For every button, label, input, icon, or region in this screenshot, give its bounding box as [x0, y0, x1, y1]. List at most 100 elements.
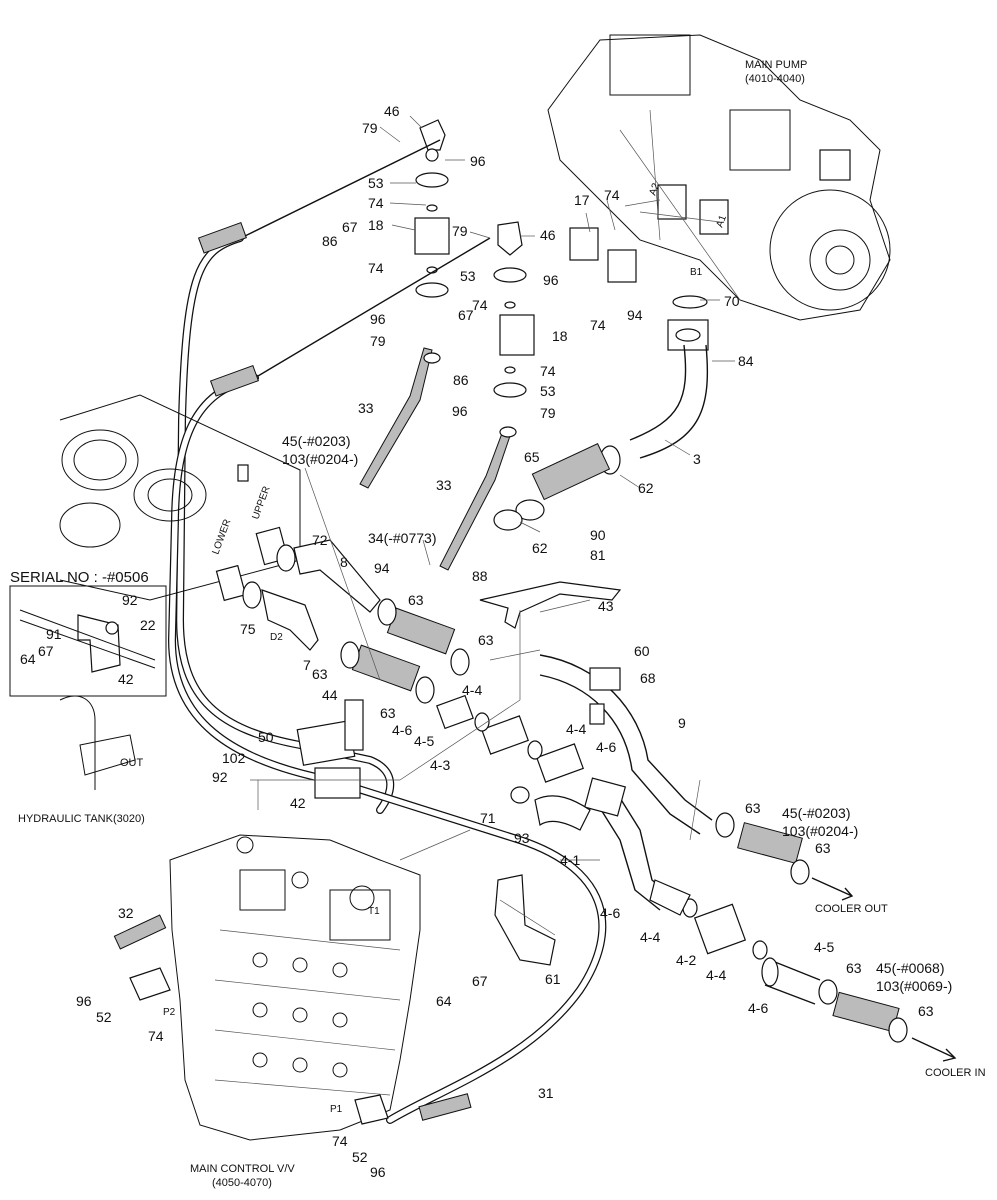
callout-92b: 92 — [212, 769, 228, 785]
callout-46a: 46 — [384, 103, 400, 119]
callout-63g: 63 — [846, 960, 862, 976]
callout-8: 8 — [340, 554, 348, 570]
main-pump-label: MAIN PUMP — [745, 59, 807, 71]
callout-68: 68 — [640, 670, 656, 686]
callout-45c: 45(-#0068) — [876, 960, 945, 976]
callout-86a: 86 — [322, 233, 338, 249]
callout-75: 75 — [240, 621, 256, 637]
callout-65: 65 — [524, 449, 540, 465]
callout-43: 43 — [598, 598, 614, 614]
callout-18b: 18 — [552, 328, 568, 344]
port-d2-mark: D2 — [270, 632, 283, 643]
port-p1-mark: P1 — [330, 1104, 343, 1115]
callout-45a: 45(-#0203) — [282, 433, 351, 449]
callout-4-4c: 4-4 — [640, 929, 660, 945]
callout-74h: 74 — [332, 1133, 348, 1149]
callout-61: 61 — [545, 971, 561, 987]
callout-63a: 63 — [408, 592, 424, 608]
callout-63d: 63 — [380, 705, 396, 721]
callout-103a: 103(#0204-) — [282, 451, 358, 467]
callout-62a: 62 — [638, 480, 654, 496]
callout-42b: 42 — [290, 795, 306, 811]
callout-81: 81 — [590, 547, 606, 563]
cooler-out-label: COOLER OUT — [815, 903, 888, 915]
cooler-in-label: COOLER IN — [925, 1067, 986, 1079]
callout-92a: 92 — [122, 592, 138, 608]
callout-96e: 96 — [76, 993, 92, 1009]
callout-72: 72 — [312, 532, 328, 548]
callout-84: 84 — [738, 353, 754, 369]
callout-71: 71 — [480, 810, 496, 826]
callout-numbers: 46 79 96 53 74 18 67 86 74 79 46 17 74 5… — [20, 103, 952, 1180]
callout-4-3: 4-3 — [430, 757, 450, 773]
callout-4-2: 4-2 — [676, 952, 696, 968]
callout-79a: 79 — [362, 120, 378, 136]
callout-79c: 79 — [370, 333, 386, 349]
main-pump-range: (4010-4040) — [745, 73, 805, 85]
callout-96c: 96 — [370, 311, 386, 327]
callout-88: 88 — [472, 568, 488, 584]
upper-valve-block — [414, 119, 450, 298]
callout-96f: 96 — [370, 1164, 386, 1180]
callout-4-6a: 4-6 — [392, 722, 412, 738]
callout-70: 70 — [724, 293, 740, 309]
hydraulic-tank — [59, 394, 301, 790]
callout-74g: 74 — [148, 1028, 164, 1044]
tank-out-label: OUT — [120, 757, 144, 769]
serial-inset-box — [9, 585, 167, 697]
callout-53a: 53 — [368, 175, 384, 191]
lower-valve-block — [493, 221, 637, 398]
callout-4-4a: 4-4 — [462, 682, 482, 698]
callout-64b: 64 — [436, 993, 452, 1009]
callout-96d: 96 — [452, 403, 468, 419]
callout-91: 91 — [46, 626, 62, 642]
callout-44: 44 — [322, 687, 338, 703]
main-control-valve — [129, 834, 421, 1141]
callout-22: 22 — [140, 617, 156, 633]
callout-67c: 67 — [38, 643, 54, 659]
callout-42a: 42 — [118, 671, 134, 687]
callout-50: 50 — [258, 729, 274, 745]
callout-4-6d: 4-6 — [748, 1000, 768, 1016]
callout-74d: 74 — [472, 297, 488, 313]
callout-96b: 96 — [543, 272, 559, 288]
port-a1-mark: A1 — [714, 213, 729, 229]
callout-31: 31 — [538, 1085, 554, 1101]
callout-64a: 64 — [20, 651, 36, 667]
callout-93: 93 — [514, 830, 530, 846]
callout-53c: 53 — [540, 383, 556, 399]
callout-4-5a: 4-5 — [414, 733, 434, 749]
callout-4-5b: 4-5 — [814, 939, 834, 955]
callout-32: 32 — [118, 905, 134, 921]
callout-60: 60 — [634, 643, 650, 659]
callout-62b: 62 — [532, 540, 548, 556]
callout-33b: 33 — [436, 477, 452, 493]
callout-96a: 96 — [470, 153, 486, 169]
callout-79b: 79 — [452, 223, 468, 239]
callout-74f: 74 — [540, 363, 556, 379]
port-b1-mark: B1 — [690, 267, 703, 278]
callout-79d: 79 — [540, 405, 556, 421]
callout-86b: 86 — [453, 372, 469, 388]
callout-4-6c: 4-6 — [600, 905, 620, 921]
callout-4-6b: 4-6 — [596, 739, 616, 755]
callout-52a: 52 — [96, 1009, 112, 1025]
port-p2-mark: P2 — [163, 1007, 176, 1018]
callout-4-4d: 4-4 — [706, 967, 726, 983]
callout-103c: 103(#0069-) — [876, 978, 952, 994]
callout-74b: 74 — [368, 260, 384, 276]
callout-18a: 18 — [368, 217, 384, 233]
control-valve-range: (4050-4070) — [212, 1177, 272, 1189]
callout-33a: 33 — [358, 400, 374, 416]
callout-94b: 94 — [374, 560, 390, 576]
hydraulic-tank-label: HYDRAULIC TANK(3020) — [18, 813, 145, 825]
callout-9: 9 — [678, 715, 686, 731]
callout-4-4b: 4-4 — [566, 721, 586, 737]
control-valve-label: MAIN CONTROL V/V — [190, 1163, 295, 1175]
callout-45b: 45(-#0203) — [782, 805, 851, 821]
callout-90: 90 — [590, 527, 606, 543]
callout-63b: 63 — [478, 632, 494, 648]
callout-34: 34(-#0773) — [368, 530, 437, 546]
callout-67a: 67 — [342, 219, 358, 235]
